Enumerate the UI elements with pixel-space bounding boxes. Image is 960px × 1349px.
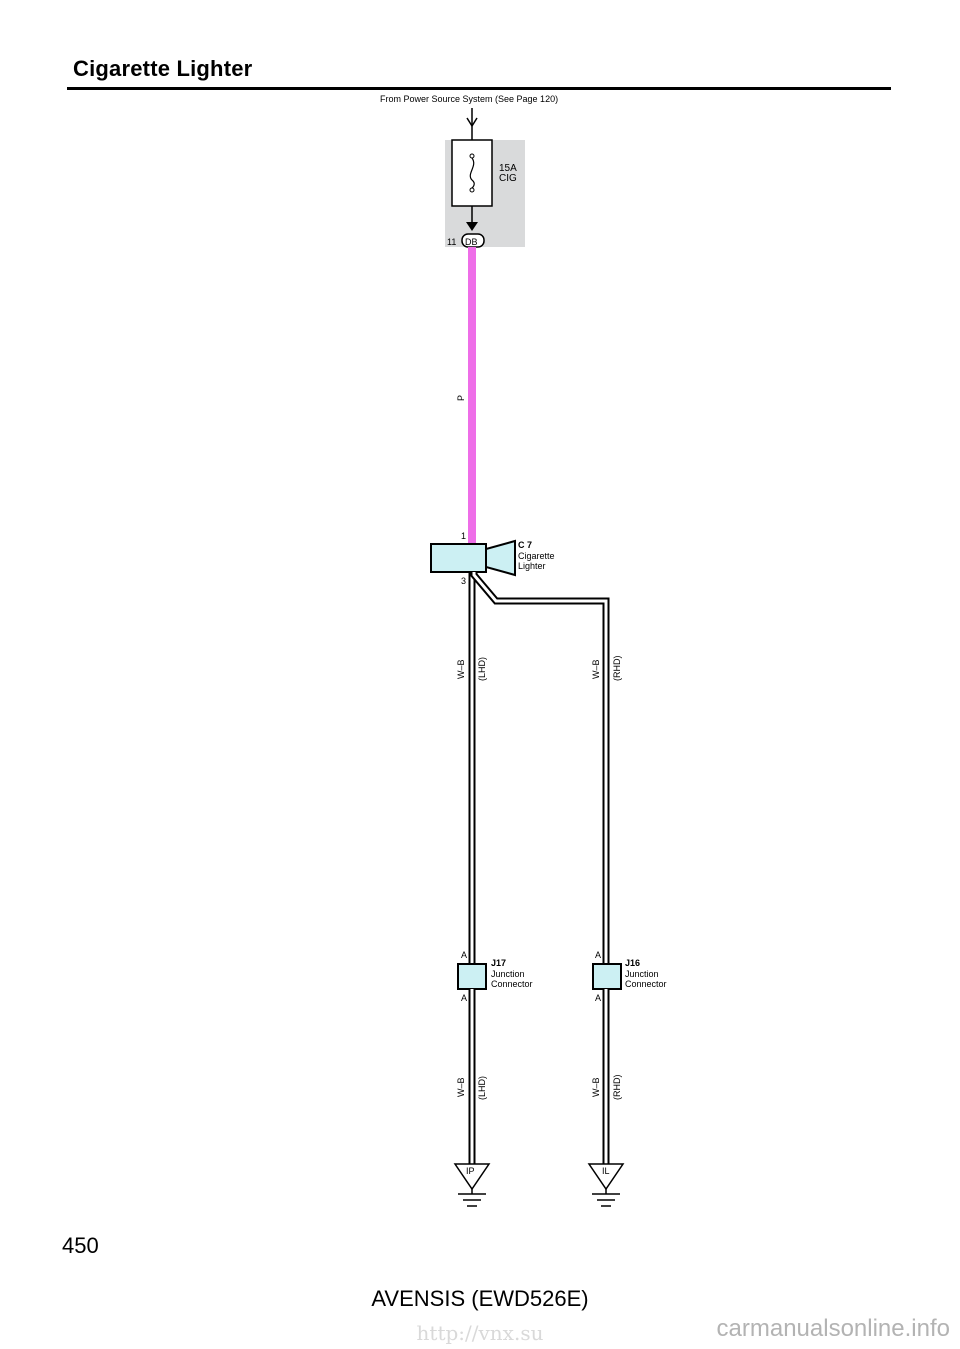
- c7-code: C 7: [518, 540, 533, 550]
- j17-name-line1: Junction: [491, 969, 525, 979]
- c7-pin-3: 3: [461, 576, 467, 586]
- power-source-note: From Power Source System (See Page 120): [380, 94, 559, 104]
- junction-j16-box: [592, 963, 622, 990]
- fuse-box: [451, 139, 493, 207]
- j17-pin-top: A: [461, 950, 468, 960]
- ground-il-symbol: [587, 1163, 625, 1207]
- power-input-arrow: [466, 117, 478, 128]
- c7-name-line1: Cigarette: [518, 551, 555, 561]
- connector-db-code: DB: [465, 237, 478, 247]
- wire-wb-rhd: [470, 572, 610, 964]
- wire-rhd-upper-code: W–B: [591, 659, 601, 679]
- j17-code: J17: [491, 958, 507, 968]
- j16-pin-bottom: A: [595, 993, 602, 1003]
- wire-p: [468, 247, 476, 544]
- wire-lhd-lower-code: W–B: [456, 1077, 466, 1097]
- source-url[interactable]: http://vnx.su: [416, 1321, 544, 1345]
- j17-pin-bottom: A: [461, 993, 468, 1003]
- wire-rhd-lower-code: W–B: [591, 1077, 601, 1097]
- connector-db-pin: 11: [447, 237, 457, 247]
- model-code: AVENSIS (EWD526E): [371, 1286, 589, 1311]
- wire-p-label: P: [456, 394, 466, 401]
- wire-rhd-upper-variant: (RHD): [612, 655, 622, 682]
- j16-name-line1: Junction: [625, 969, 659, 979]
- ground-ip-symbol: [453, 1163, 491, 1207]
- connector-arrow: [466, 222, 478, 231]
- fuse-name: CIG: [499, 173, 517, 184]
- fuse-rating: 15A: [499, 163, 517, 174]
- j16-pin-top: A: [595, 950, 602, 960]
- page-number: 450: [62, 1233, 99, 1258]
- ground-ip-label: IP: [466, 1166, 475, 1176]
- cigarette-lighter-body: [430, 543, 487, 573]
- title-rule: [67, 87, 891, 90]
- site-watermark: carmanualsonline.info: [716, 1315, 950, 1342]
- fuse-terminal-bottom: [469, 187, 475, 193]
- c7-pin-1: 1: [461, 531, 467, 541]
- j16-name-line2: Connector: [625, 979, 667, 989]
- cigarette-lighter-cone: [485, 539, 516, 577]
- ground-il-label: IL: [602, 1166, 610, 1176]
- fuse-element: [469, 157, 475, 189]
- junction-j17-box: [457, 963, 487, 990]
- page-title: Cigarette Lighter: [73, 56, 253, 81]
- wire-lhd-lower-variant: (LHD): [477, 1076, 487, 1100]
- fuse-terminal-top: [469, 153, 475, 159]
- j17-name-line2: Connector: [491, 979, 533, 989]
- wire-rhd-lower-variant: (RHD): [612, 1074, 622, 1101]
- c7-name-line2: Lighter: [518, 561, 546, 571]
- wire-lhd-upper-variant: (LHD): [477, 657, 487, 681]
- wire-lhd-upper-code: W–B: [456, 659, 466, 679]
- j16-code: J16: [625, 958, 641, 968]
